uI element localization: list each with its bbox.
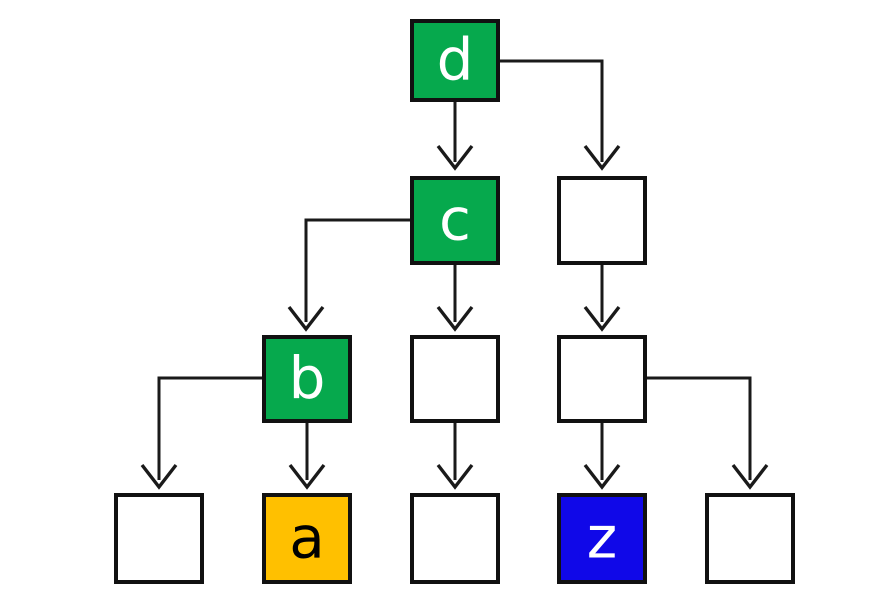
node-box[interactable] <box>557 493 647 584</box>
nodes-layer: d c b a z <box>114 19 795 584</box>
arrowhead-icon <box>436 463 474 490</box>
node-box[interactable] <box>557 335 647 423</box>
tree-node-b[interactable]: b <box>262 335 352 423</box>
tree-node-empty[interactable] <box>410 335 500 423</box>
arrowhead-icon <box>287 305 325 332</box>
arrowhead-icon <box>731 463 769 490</box>
node-box[interactable] <box>410 335 500 423</box>
arrowhead-icon <box>583 463 621 490</box>
node-box[interactable] <box>410 19 500 102</box>
arrowhead-icon <box>288 463 326 490</box>
node-box[interactable] <box>262 493 352 584</box>
arrowhead-icon <box>436 144 474 171</box>
node-box[interactable] <box>410 176 500 265</box>
tree-node-c[interactable]: c <box>410 176 500 265</box>
edge-c-to-b <box>304 218 412 322</box>
tree-node-empty[interactable] <box>705 493 795 584</box>
node-label: d <box>437 26 474 94</box>
tree-node-empty[interactable] <box>557 176 647 265</box>
node-label: c <box>439 186 471 254</box>
node-box[interactable] <box>557 176 647 265</box>
tree-node-z[interactable]: z <box>557 493 647 584</box>
node-box[interactable] <box>410 493 500 584</box>
node-box[interactable] <box>262 335 352 423</box>
tree-node-empty[interactable] <box>557 335 647 423</box>
arrowhead-icon <box>436 305 474 332</box>
node-label: a <box>289 504 325 572</box>
tree-node-a[interactable]: a <box>262 493 352 584</box>
tree-node-empty[interactable] <box>410 493 500 584</box>
tree-node-d[interactable]: d <box>410 19 500 102</box>
edge-d-to-r2b <box>498 59 604 162</box>
tree-node-empty[interactable] <box>114 493 204 584</box>
arrowhead-icon <box>140 463 178 490</box>
edge-b-to-r4a <box>157 376 264 480</box>
arrowhead-icon <box>583 305 621 332</box>
node-label: b <box>289 344 326 412</box>
node-label: z <box>587 504 617 572</box>
arrowheads-layer <box>140 144 769 490</box>
node-box[interactable] <box>705 493 795 584</box>
edges-layer <box>157 59 752 480</box>
edge-r3c-to-r4e <box>645 376 752 480</box>
arrowhead-icon <box>583 144 621 171</box>
node-box[interactable] <box>114 493 204 584</box>
